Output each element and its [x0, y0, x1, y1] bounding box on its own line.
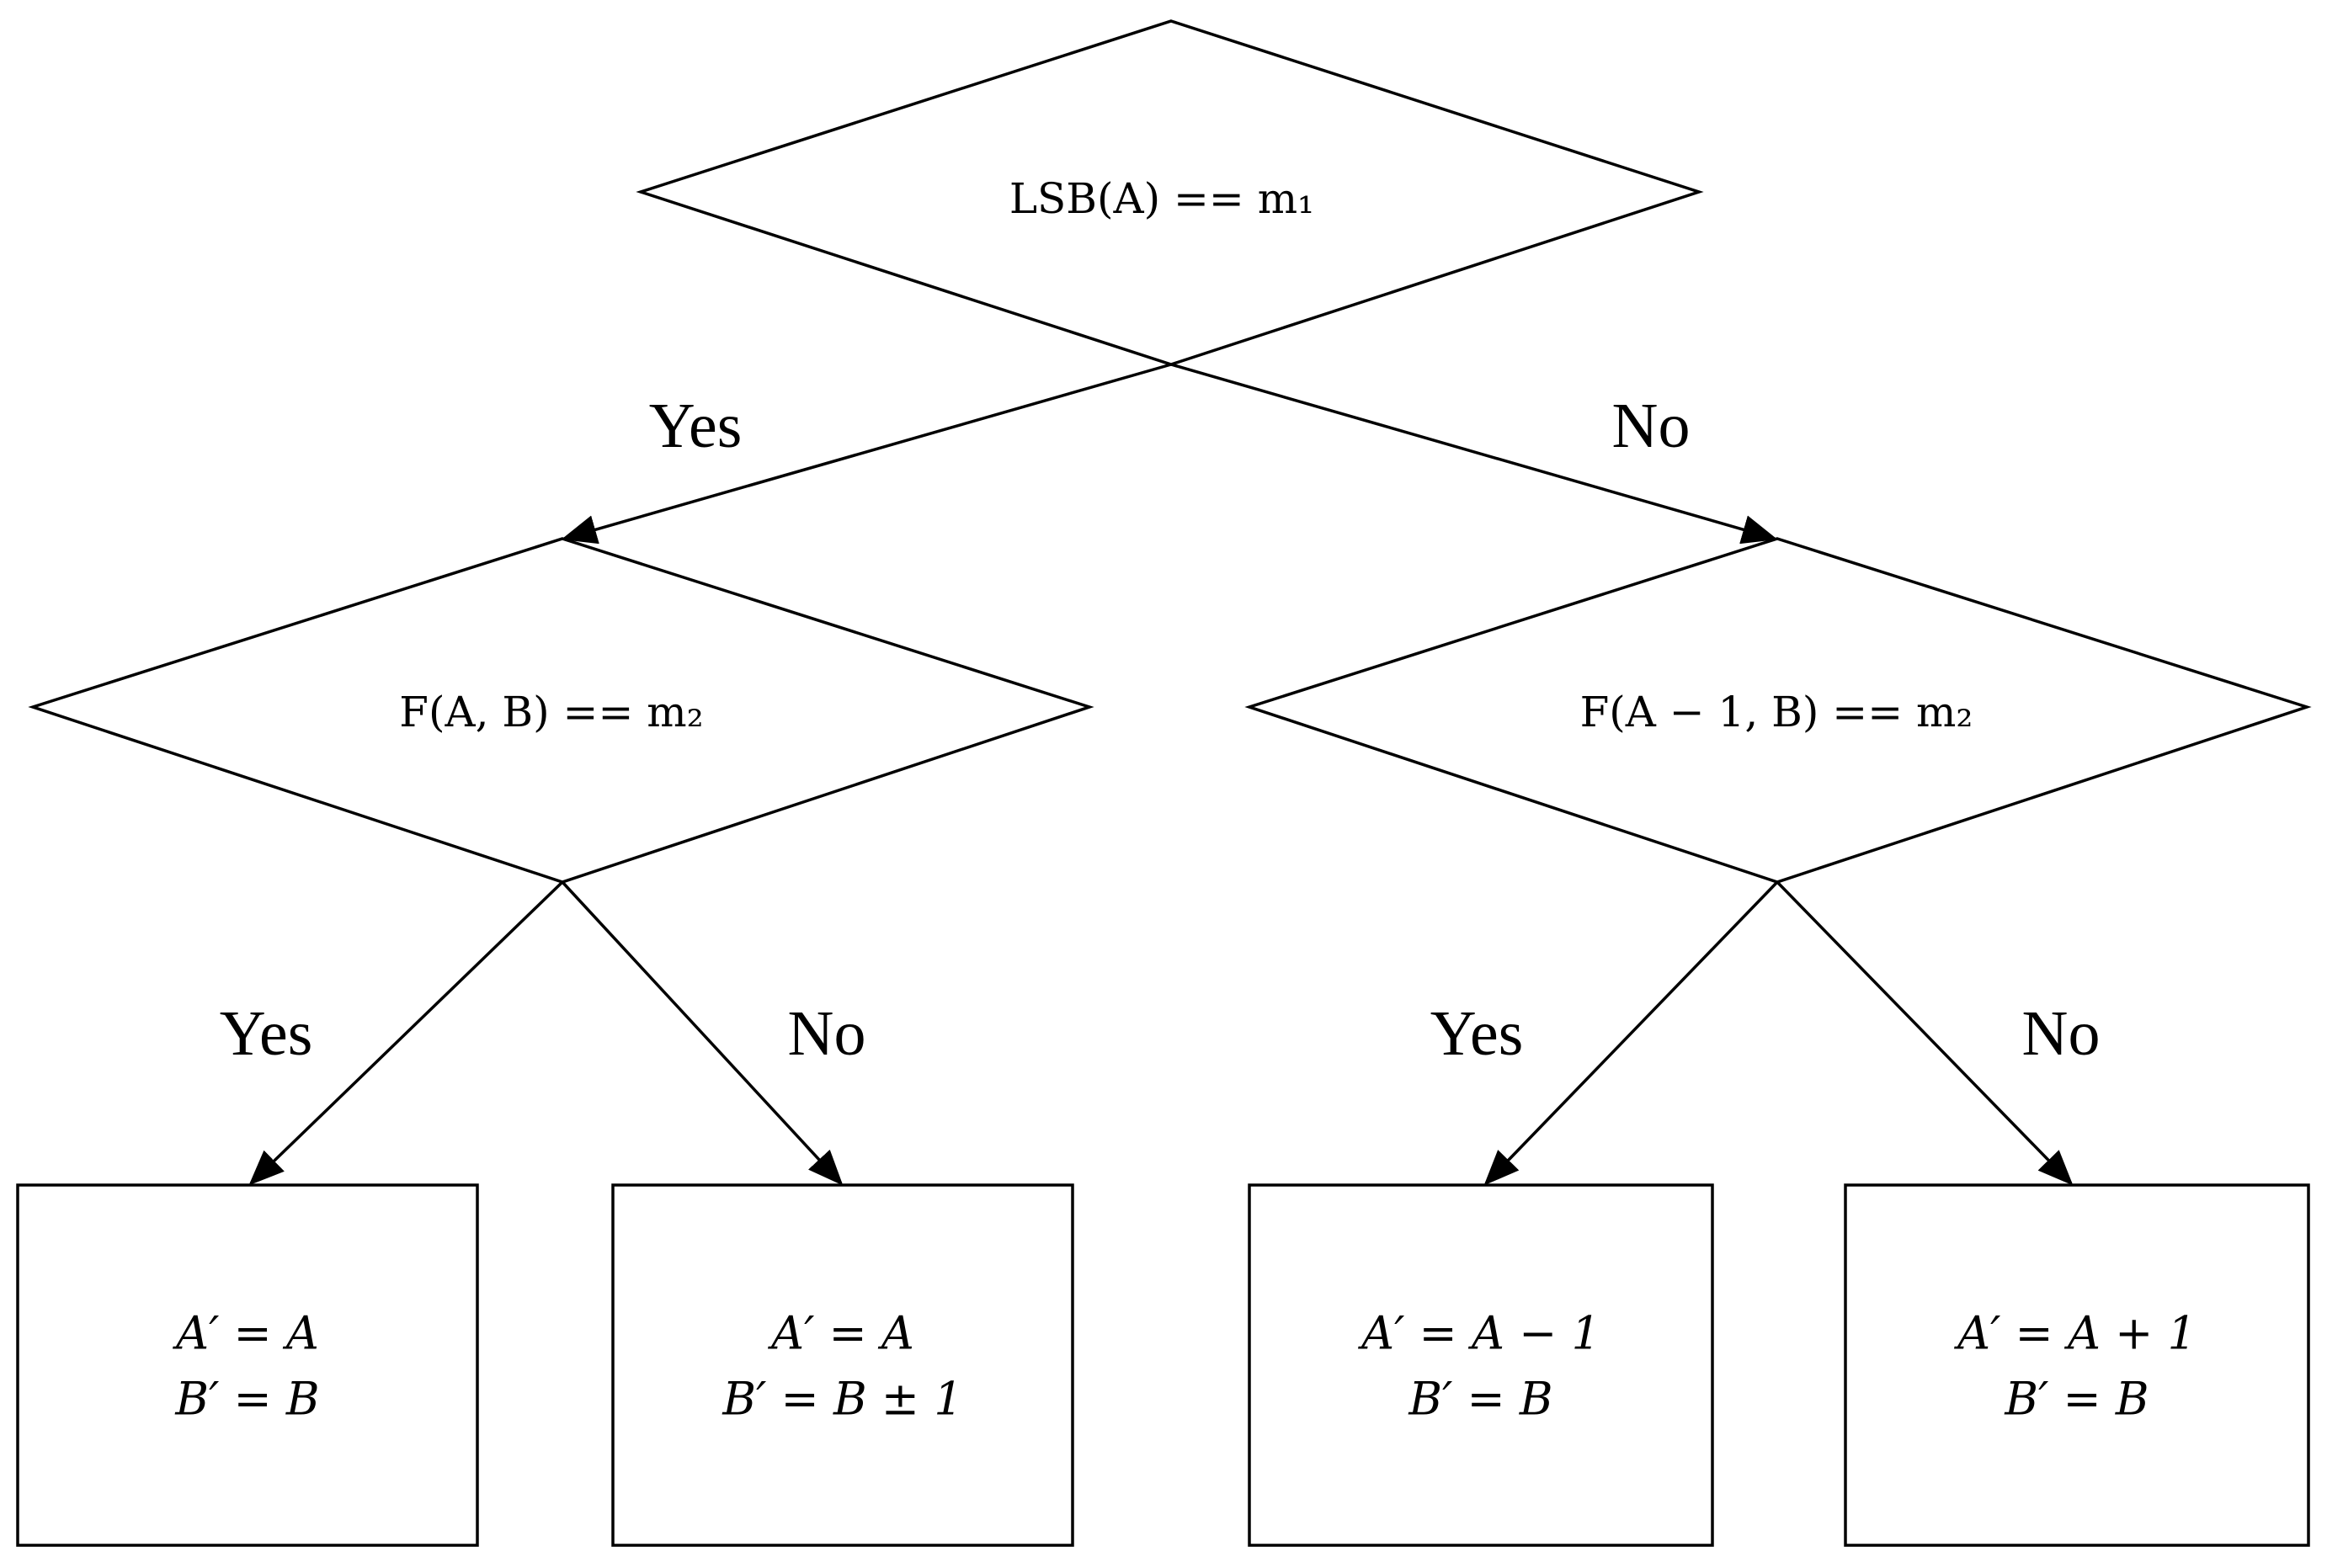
decision-right-text: F(A − 1, B) == m₂	[1579, 688, 1973, 736]
branch-root-no-label: No	[1611, 391, 1691, 461]
outcome-2-line-a: A′ = A	[771, 1306, 914, 1360]
branch-left-yes-label: Yes	[219, 998, 313, 1069]
outcome-text-4: A′ = A + 1 B′ = B	[1957, 1301, 2197, 1433]
outcome-1-line-b: B′ = B	[175, 1373, 320, 1426]
edge-left-no	[561, 880, 844, 1186]
outcome-text-1: A′ = A B′ = B	[175, 1301, 319, 1433]
outcome-box-2	[611, 1183, 1074, 1547]
outcome-2-line-b: B′ = B ± 1	[722, 1373, 963, 1426]
outcome-text-2: A′ = A B′ = B ± 1	[722, 1301, 962, 1433]
outcome-3-line-a: A′ = A − 1	[1361, 1306, 1600, 1360]
branch-left-no-label: No	[787, 998, 866, 1069]
branch-right-yes-label: Yes	[1430, 998, 1524, 1069]
outcome-box-4	[1844, 1183, 2310, 1547]
decision-left-text: F(A, B) == m₂	[399, 688, 704, 736]
edge-right-no	[1776, 880, 2074, 1186]
edge-left-yes	[248, 880, 564, 1186]
outcome-box-3	[1248, 1183, 1714, 1547]
outcome-1-line-a: A′ = A	[176, 1306, 319, 1360]
edge-right-yes	[1483, 880, 1779, 1186]
edge-root-yes	[561, 363, 1172, 545]
decision-root-text: LSB(A) == m₁	[1009, 174, 1315, 223]
outcome-text-3: A′ = A − 1 B′ = B	[1361, 1301, 1600, 1433]
outcome-4-line-b: B′ = B	[2005, 1373, 2149, 1426]
branch-right-no-label: No	[2021, 998, 2101, 1069]
outcome-box-1	[16, 1183, 479, 1547]
outcome-3-line-b: B′ = B	[1408, 1373, 1553, 1426]
outcome-4-line-a: A′ = A + 1	[1957, 1306, 2197, 1360]
branch-root-yes-label: Yes	[648, 391, 743, 461]
edge-root-no	[1170, 363, 1778, 545]
